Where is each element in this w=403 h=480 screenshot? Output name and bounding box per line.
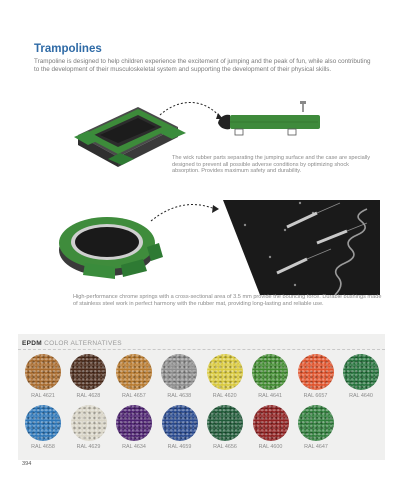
swatch-dot: [206, 354, 243, 390]
swatch-label: RAL 4647: [304, 444, 328, 450]
swatch-label: RAL 4657: [121, 393, 146, 399]
swatch-label: RAL 4600: [258, 444, 283, 450]
rubber-caption: The wick rubber parts separating the jum…: [172, 155, 371, 175]
swatch-label: RAL 4638: [167, 393, 192, 399]
swatch-ral-4628[interactable]: RAL 4628: [67, 354, 109, 399]
swatch-ral-4638[interactable]: RAL 4638: [158, 354, 200, 399]
intro-text: Trampoline is designed to help children …: [34, 58, 371, 73]
page-title: Trampolines: [34, 43, 102, 55]
swatch-dot: [297, 354, 334, 390]
swatch-label: RAL 4621: [31, 393, 55, 399]
swatch-label: RAL 4640: [349, 393, 373, 399]
divider: [18, 349, 385, 350]
swatch-ral-4659[interactable]: RAL 4659: [159, 405, 201, 450]
swatch-ral-4647[interactable]: RAL 4647: [295, 405, 337, 450]
swatch-label: RAL 4620: [212, 393, 237, 399]
swatch-label: RAL 4629: [76, 444, 101, 450]
swatch-ral-4620[interactable]: RAL 4620: [204, 354, 246, 399]
swatch-ral-4656[interactable]: RAL 4656: [204, 405, 246, 450]
swatch-label: RAL 4656: [213, 444, 237, 450]
swatch-row-1: RAL 4621 RAL 4628 RAL 4657 RAL 4638 RAL …: [22, 354, 382, 399]
swatch-label: RAL 4634: [122, 444, 146, 450]
swatch-ral-4629[interactable]: RAL 4629: [68, 405, 110, 450]
swatch-dot: [115, 354, 152, 390]
swatch-ral-4641[interactable]: RAL 4641: [249, 354, 291, 399]
epdm-subtitle: COLOR ALTERNATIVES: [44, 340, 122, 347]
swatch-dot: [252, 354, 289, 390]
square-trampoline-illustration: [74, 101, 320, 167]
swatch-dot: [252, 405, 289, 441]
swatch-dot: [70, 354, 107, 390]
swatch-label: RAL 4641: [258, 393, 282, 399]
swatch-ral-4621[interactable]: RAL 4621: [22, 354, 64, 399]
springs-caption: High-performance chrome springs with a c…: [73, 294, 382, 307]
swatch-dot: [25, 405, 61, 441]
swatch-label: RAL 4659: [167, 444, 192, 450]
swatch-dot: [161, 354, 198, 390]
swatch-label: RAL 6657: [303, 393, 328, 399]
swatch-ral-4634[interactable]: RAL 4634: [113, 405, 155, 450]
page-number: 394: [22, 461, 32, 467]
epdm-title: EPDM: [22, 340, 42, 347]
swatch-dot: [207, 405, 243, 441]
swatch-ral-4640[interactable]: RAL 4640: [340, 354, 382, 399]
swatch-dot: [161, 405, 198, 441]
swatch-ral-4658[interactable]: RAL 4658: [22, 405, 64, 450]
swatch-ral-4657[interactable]: RAL 4657: [113, 354, 155, 399]
swatch-ral-6657[interactable]: RAL 6657: [295, 354, 337, 399]
swatch-label: RAL 4628: [76, 393, 101, 399]
swatch-row-2: RAL 4658 RAL 4629 RAL 4634 RAL 4659 RAL …: [22, 405, 337, 450]
swatch-dot: [342, 354, 379, 390]
swatch-dot: [116, 405, 152, 441]
swatch-label: RAL 4658: [31, 444, 55, 450]
swatch-dot: [25, 354, 61, 390]
swatch-dot: [70, 405, 107, 441]
round-trampoline-illustration: [59, 200, 380, 295]
swatch-dot: [298, 405, 334, 441]
epdm-header: EPDM COLOR ALTERNATIVES: [22, 340, 122, 347]
swatch-ral-4600[interactable]: RAL 4600: [250, 405, 292, 450]
